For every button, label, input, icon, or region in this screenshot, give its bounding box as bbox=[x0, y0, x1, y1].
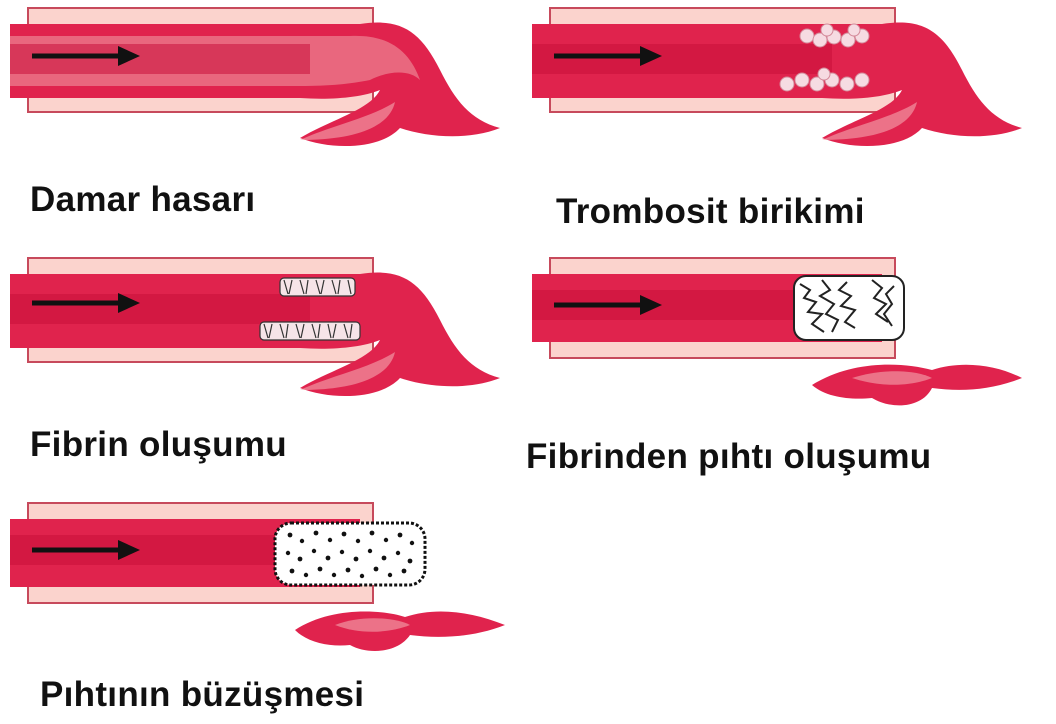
fibrin-strands-top bbox=[280, 278, 355, 296]
retracted-vessel-end bbox=[295, 611, 505, 651]
caption-vessel-injury: Damar hasarı bbox=[30, 180, 255, 220]
fibrin-strands-bottom bbox=[260, 322, 360, 340]
torn-vessel bbox=[10, 8, 500, 146]
caption-fibrin-formation: Fibrin oluşumu bbox=[30, 425, 287, 465]
clot-retraction-illustration bbox=[0, 495, 520, 665]
panel-clot-retraction bbox=[0, 495, 520, 670]
panel-vessel-injury bbox=[0, 0, 520, 175]
panel-fibrin-formation bbox=[0, 250, 520, 425]
retracted-vessel-end bbox=[812, 365, 1022, 406]
caption-clot-formation: Fibrinden pıhtı oluşumu bbox=[526, 437, 931, 477]
caption-platelet-accumulation: Trombosit birikimi bbox=[556, 192, 865, 232]
vessel-injury-illustration bbox=[0, 0, 520, 170]
caption-clot-retraction: Pıhtının büzüşmesi bbox=[40, 675, 364, 715]
panel-clot-formation bbox=[522, 250, 1042, 425]
torn-vessel bbox=[532, 8, 1022, 146]
panel-platelet-accumulation bbox=[522, 0, 1042, 175]
torn-vessel bbox=[10, 258, 500, 396]
clot-formation-illustration bbox=[522, 250, 1042, 420]
fibrin-clot bbox=[794, 276, 904, 340]
retracted-clot bbox=[275, 523, 425, 585]
fibrin-formation-illustration bbox=[0, 250, 520, 420]
platelet-accumulation-illustration bbox=[522, 0, 1042, 170]
